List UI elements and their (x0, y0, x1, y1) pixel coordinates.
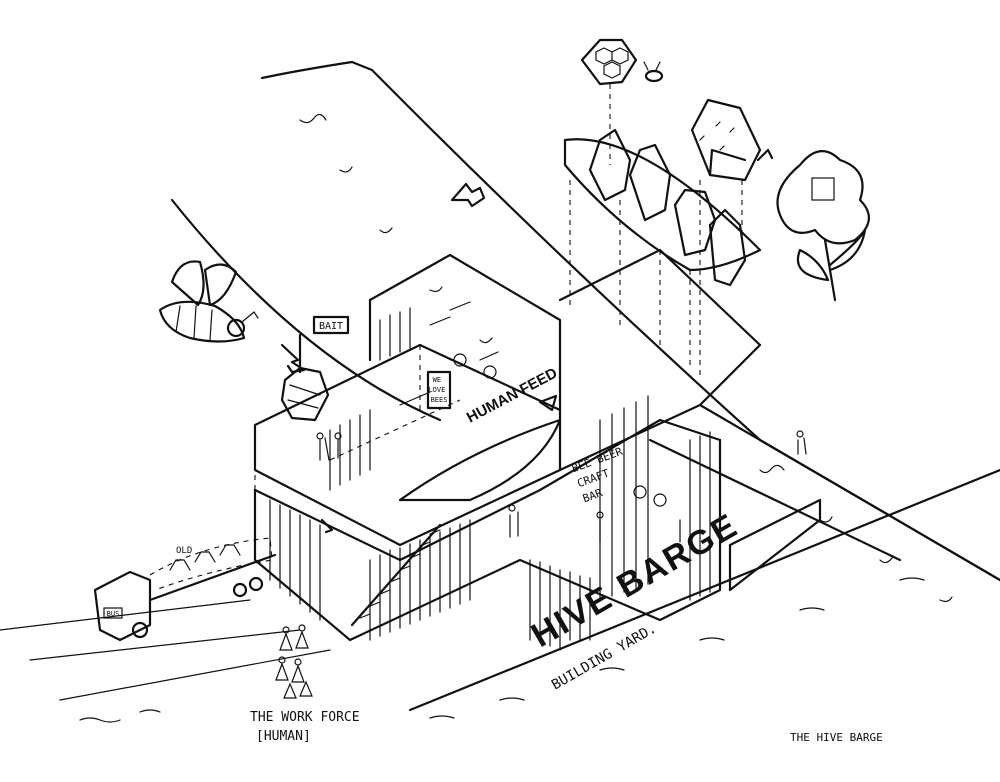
bait-label: BAIT (319, 321, 343, 332)
ground-lines (0, 468, 1000, 723)
work-force-group (275, 518, 334, 699)
poster-line-3: BEES (431, 396, 448, 404)
we-love-bees-poster: WE LOVE BEES (426, 370, 452, 410)
up-arrow-icon (450, 182, 486, 208)
poster-line-2: LOVE (428, 386, 445, 394)
hive-pods (563, 38, 774, 380)
arrow-icon (320, 518, 334, 534)
arrow-icon (280, 343, 306, 374)
bee-drawing (158, 260, 259, 343)
old-label: OLD (176, 546, 192, 556)
flower-drawing (776, 150, 870, 302)
work-force-label: THE WORK FORCE (250, 710, 360, 725)
truck-plate: BUS (107, 610, 120, 618)
arrow-icon (538, 394, 558, 412)
truck-drawing: BUS OLD (93, 537, 277, 642)
poster-line-1: WE (433, 376, 441, 384)
bar-label-line-3: BAR (581, 486, 604, 505)
caption: THE HIVE BARGE (790, 731, 883, 744)
canal (170, 60, 1000, 603)
bar-label: BEE BEER CRAFT BAR (570, 443, 641, 506)
human-label: [HUMAN] (256, 729, 311, 744)
barge-building (253, 248, 762, 651)
bait-sign: BAIT (280, 315, 350, 422)
human-feed-label: HUMAN FEED (464, 364, 560, 426)
svg-text:WE LOVE BEES: WE LOVE BEES (428, 376, 449, 404)
